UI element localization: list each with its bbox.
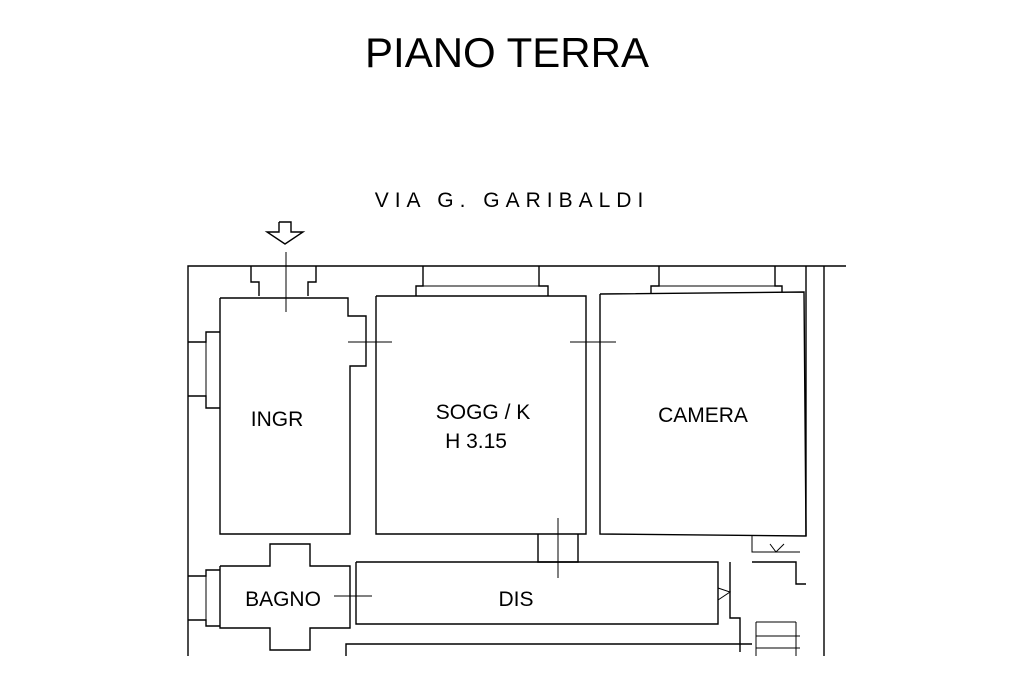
- room-bagno: [188, 543, 372, 651]
- label-ingr: INGR: [251, 408, 304, 431]
- label-soggiorno: SOGG / K: [436, 401, 531, 424]
- stairs-icon: [755, 621, 800, 656]
- lower-wall: [345, 643, 752, 656]
- entrance-arrow-icon: [264, 221, 306, 245]
- room-camera: [599, 291, 807, 553]
- label-height: H 3.15: [445, 430, 507, 453]
- room-dis: [355, 561, 806, 652]
- room-ingr: [188, 252, 392, 535]
- label-camera: CAMERA: [658, 404, 748, 427]
- facade-windows: [250, 266, 783, 296]
- plan-title: PIANO TERRA: [365, 29, 649, 76]
- street-label: VIA G. GARIBALDI: [375, 189, 650, 212]
- label-dis: DIS: [498, 588, 533, 611]
- label-bagno: BAGNO: [245, 588, 321, 611]
